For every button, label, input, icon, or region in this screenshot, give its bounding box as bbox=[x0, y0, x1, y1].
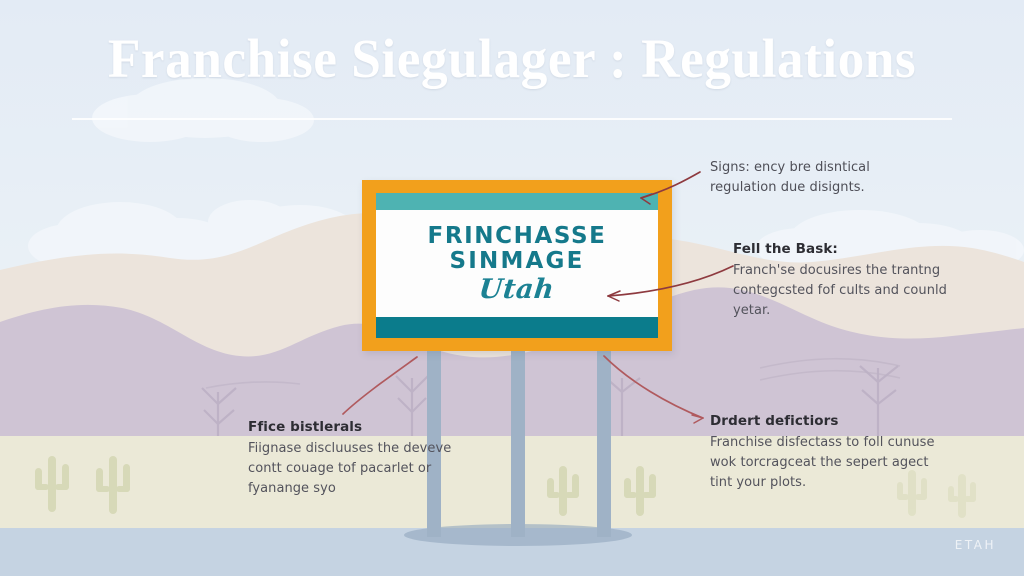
annotation-fell-the-bask: Fell the Bask: Franch'se docusires the t… bbox=[733, 240, 948, 320]
annotation-body: Franch'se docusires the trantng contegcs… bbox=[733, 263, 947, 318]
billboard-top-band bbox=[376, 193, 658, 210]
billboard: FRINCHASSE SINMAGE Utah bbox=[362, 180, 672, 351]
annotation-heading: Drdert defictiors bbox=[710, 413, 839, 429]
page-title-wrap: Franchise Siegulager : Regulations bbox=[0, 30, 1024, 88]
annotation-heading: Ffice bistlerals bbox=[248, 419, 363, 435]
billboard-line-1: FRINCHASSE bbox=[427, 223, 607, 250]
annotation-signage-regulation: Signs: ency bre disntical regulation due… bbox=[710, 158, 935, 198]
billboard-bottom-band bbox=[376, 317, 658, 338]
annotation-body: Signs: ency bre disntical regulation due… bbox=[710, 160, 870, 195]
billboard-script-line: Utah bbox=[477, 273, 557, 305]
annotation-drdert-defictiors: Drdert defictiors Franchise disfectass t… bbox=[710, 412, 945, 492]
annotation-ffice-bistlerals: Ffice bistlerals Fiignase discluuses the… bbox=[248, 418, 453, 498]
billboard-post-center bbox=[511, 351, 525, 537]
utility-wires bbox=[205, 357, 901, 389]
billboard-copy: FRINCHASSE SINMAGE Utah bbox=[376, 210, 658, 317]
page-title: Franchise Siegulager : Regulations bbox=[107, 28, 917, 89]
billboard-line-2: SINMAGE bbox=[449, 248, 585, 275]
annotation-body: Franchise disfectass to foll cunuse wok … bbox=[710, 435, 935, 490]
annotation-body: Fiignase discluuses the deveve contt cou… bbox=[248, 441, 452, 496]
billboard-post-left bbox=[427, 351, 441, 537]
watermark: ETAH bbox=[954, 538, 996, 552]
billboard-post-right bbox=[597, 351, 611, 537]
cactus-group bbox=[35, 456, 976, 518]
annotation-heading: Fell the Bask: bbox=[733, 241, 838, 257]
title-divider bbox=[72, 118, 952, 120]
billboard-face: FRINCHASSE SINMAGE Utah bbox=[376, 193, 658, 338]
